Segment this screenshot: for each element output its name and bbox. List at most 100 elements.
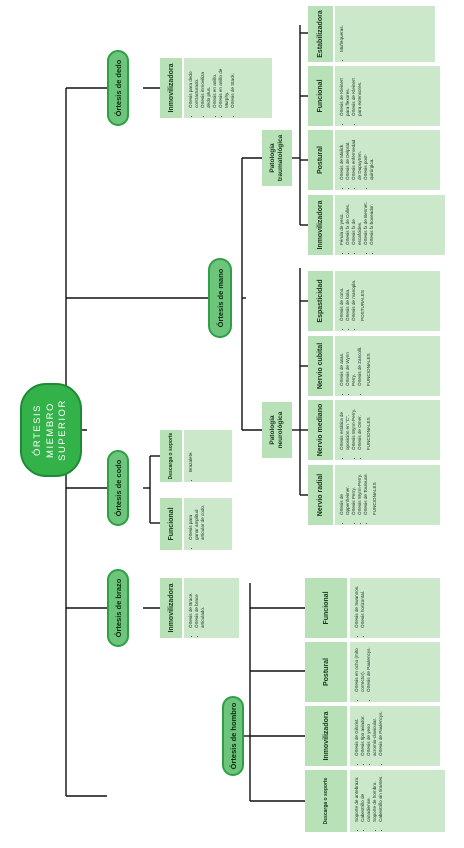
- dedo-list-inmovilizadora: Órtesis para dedo contracturado. Órtesis…: [184, 58, 272, 118]
- category-mano-label: Órtesis de mano: [215, 268, 225, 328]
- type-label: Funcional: [317, 79, 324, 113]
- neuro-list-espasticidad: Órtesis de cono. Órtesis de bola. Órtesi…: [335, 271, 440, 331]
- list-note: FUNCIONALES: [371, 482, 377, 515]
- type-label: Descarga o soporte: [323, 777, 329, 825]
- trauma-list-estabilizadora: Muñequeras.: [335, 6, 435, 62]
- category-dedo-label: Órtesis de dedo: [113, 59, 123, 117]
- type-label: Funcional: [322, 591, 330, 625]
- item-list: Órtesis de Kleinert para flexores. Órtes…: [339, 70, 363, 123]
- neuro-type-radial: Nervio radial: [308, 465, 333, 525]
- item-list: Férula de yeso. Órtesis fx de Colles. Ór…: [339, 199, 375, 252]
- list-item: Órtesis de yeso acromio-clavicular.: [366, 710, 378, 756]
- item-list: Órtesis de Malick. Órtesis de Delprat. Ó…: [339, 134, 375, 187]
- hombro-type-descarga: Descarga o soporte: [305, 770, 347, 832]
- list-item: Órtesis de Zancolli.: [357, 340, 363, 386]
- codo-list-funcional: Órtesis para ganar amplitud articular de…: [184, 498, 232, 550]
- list-note: FUNCIONALES: [365, 417, 371, 450]
- type-label: Nervio cubital: [317, 342, 324, 390]
- list-item: Órtesis estática de oposición en "C".: [339, 404, 351, 450]
- list-item: Órtesis Wynn-Perry.: [357, 469, 363, 515]
- list-item: Cabestrillo sin tirantes.: [378, 774, 384, 822]
- type-label: Inmovilizadora: [317, 200, 324, 250]
- list-item: Cabestrillo de canadiense.: [360, 774, 372, 822]
- brazo-list-inmovilizadora: Órtesis de Brace. Órtesis de brace artic…: [184, 578, 239, 638]
- list-item: Órtesis de brace articulado.: [194, 582, 206, 628]
- codo-list-descarga: Brazalete.: [184, 430, 232, 482]
- trauma-type-postural: Postural: [308, 130, 333, 190]
- trauma-type-inmovilizadora: Inmovilizadora: [308, 195, 333, 255]
- type-label: Inmovilizadora: [167, 583, 175, 633]
- type-label: Estabilizadora: [317, 10, 324, 58]
- list-item: Órtesis fx boxeador.: [369, 199, 375, 245]
- type-label: Nervio mediano: [317, 403, 324, 457]
- category-hombro: Órtesis de hombro: [222, 696, 244, 776]
- neuro-type-cubital: Nervio cubital: [308, 336, 333, 396]
- list-item: Órtesis en anillo de Murphy.: [218, 62, 230, 108]
- hombro-type-inmovilizadora: Inmovilizadora: [305, 706, 347, 766]
- category-dedo: Órtesis de dedo: [107, 50, 129, 126]
- type-label: Inmovilizadora: [167, 63, 175, 113]
- list-item: Órtesis enfermedad de Dupuytren.: [351, 134, 363, 180]
- mano-neuro: Patología neurológica: [262, 402, 292, 458]
- category-codo-label: Órtesis de codo: [113, 459, 123, 517]
- list-item: Órtesis de Stack.: [230, 62, 236, 108]
- neuro-type-espasticidad: Espasticidad: [308, 271, 333, 331]
- list-item: Órtesis de Toulouse.: [363, 469, 369, 515]
- list-item: Muñequeras.: [339, 25, 345, 52]
- trauma-list-inmovilizadora: Férula de yeso. Órtesis fx de Colles. Ór…: [335, 195, 445, 255]
- list-item: Órtesis fx de escafoides.: [351, 199, 363, 245]
- category-hombro-label: Órtesis de hombro: [228, 702, 238, 770]
- list-item: Órtesis post-quirúrgica.: [363, 134, 375, 180]
- list-item: Órtesis para dedo contracturado.: [188, 62, 200, 108]
- list-item: Órtesis fx de Bennet.: [363, 199, 369, 245]
- hombro-list-descarga: Soporte de antebrazo. Cabestrillo de can…: [350, 770, 445, 832]
- mano-neuro-label: Patología neurológica: [268, 411, 284, 449]
- list-item: Órtesis de manopla.: [351, 280, 357, 321]
- item-list: Órtesis de cono. Órtesis de bola. Órtesi…: [339, 280, 357, 328]
- item-list: Muñequeras.: [339, 25, 345, 59]
- neuro-list-cubital: Órtesis de asas. Órtesis de Wynn Perry. …: [335, 336, 440, 396]
- item-list: Órtesis de Swannos. Órtesis horizontal.: [354, 586, 366, 635]
- root-title-line3: SUPERIOR: [57, 399, 69, 461]
- list-item: Órtesis para ganar amplitud articular de…: [188, 502, 206, 540]
- trauma-list-postural: Órtesis de Malick. Órtesis de Delprat. Ó…: [335, 130, 440, 190]
- item-list: Órtesis de Oppenheimer. Órtesis Perry. Ó…: [339, 469, 369, 522]
- trauma-list-funcional: Órtesis de Kleinert para flexores. Órtes…: [335, 66, 440, 126]
- codo-type-descarga: Descarga o soporte: [160, 430, 182, 482]
- item-list: Brazalete.: [188, 451, 194, 479]
- mano-trauma-label: Patología traumatológica: [268, 134, 284, 182]
- hombro-list-postural: Órtesis en ocho (mito corrector). Órtesi…: [350, 642, 440, 702]
- list-note: FUNCIONALES: [365, 353, 371, 386]
- neuro-type-mediano: Nervio mediano: [308, 400, 333, 460]
- list-item: Órtesis de Kleinert para flexores.: [339, 70, 351, 116]
- list-item: Órtesis horizontal.: [360, 586, 366, 628]
- trauma-type-funcional: Funcional: [308, 66, 333, 126]
- category-brazo: Órtesis de brazo: [107, 569, 129, 647]
- list-item: Soporte de hombro.: [372, 774, 378, 822]
- type-label: Espasticidad: [317, 279, 324, 323]
- codo-type-funcional: Funcional: [160, 498, 182, 550]
- category-brazo-label: Órtesis de brazo: [113, 578, 123, 638]
- list-item: Órtesis en ocho (mito corrector).: [354, 646, 366, 692]
- mano-trauma: Patología traumatológica: [262, 130, 292, 186]
- item-list: Órtesis de asas. Órtesis de Wynn Perry. …: [339, 340, 363, 393]
- hombro-list-inmovilizadora: Órtesis de Gilcrist. Órtesis tipo aviado…: [350, 706, 440, 766]
- list-item: Órtesis de Omer.: [357, 404, 363, 450]
- list-item: Órtesis de Paulencys.: [366, 646, 372, 692]
- list-item: Órtesis de Wynn Perry.: [345, 340, 357, 386]
- root-title-line1: ÓRTESIS: [31, 403, 43, 457]
- hombro-list-funcional: Órtesis de Swannos. Órtesis horizontal.: [350, 578, 440, 638]
- list-item: Órtesis de Kleinert para extensores.: [351, 70, 363, 116]
- trauma-type-estabilizadora: Estabilizadora: [308, 6, 333, 62]
- list-item: Órtesis inmoviliza dedo plus.: [200, 62, 212, 108]
- type-label: Descarga o soporte: [168, 432, 174, 480]
- item-list: Órtesis para dedo contracturado. Órtesis…: [188, 62, 236, 115]
- list-item: Órtesis de Oppenheimer.: [339, 469, 351, 515]
- root-title-line2: MIEMBRO: [44, 402, 56, 458]
- neuro-list-mediano: Órtesis estática de oposición en "C". Ór…: [335, 400, 440, 460]
- item-list: Órtesis en ocho (mito corrector). Órtesi…: [354, 646, 372, 699]
- dedo-type-inmovilizadora: Inmovilizadora: [160, 58, 182, 118]
